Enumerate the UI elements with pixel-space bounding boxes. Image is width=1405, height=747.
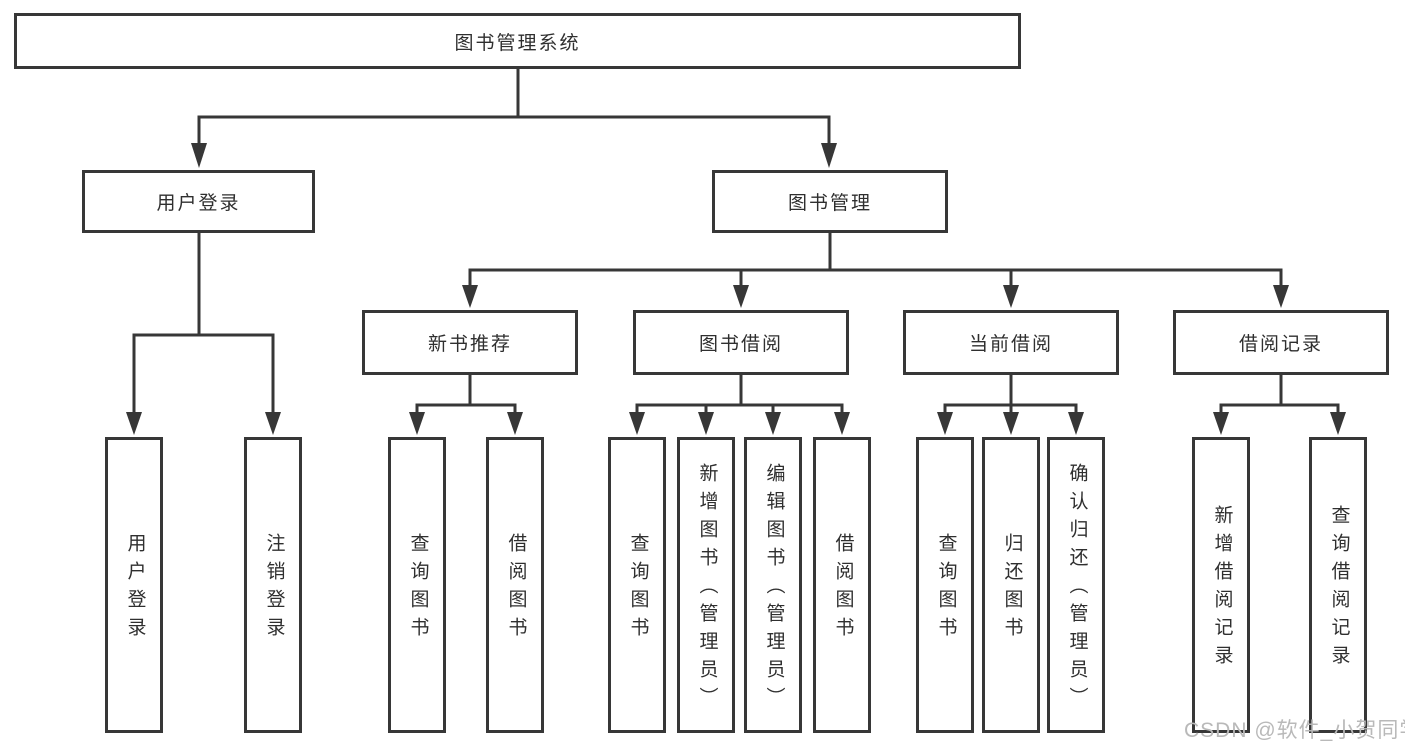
leaf-cb-return-book: 归还图书	[982, 437, 1040, 733]
leaf-cb-query-book-label: 查询图书	[935, 533, 957, 645]
node-book-management: 图书管理	[712, 170, 948, 233]
node-root-system: 图书管理系统	[14, 13, 1021, 69]
leaf-rec-borrow-book-label: 借阅图书	[505, 533, 527, 645]
leaf-bb-edit-book-admin-label: 编辑图书（管理员）	[763, 463, 785, 715]
leaf-logout-label: 注销登录	[263, 533, 285, 645]
arrowheads	[126, 143, 1346, 435]
node-user-login-branch: 用户登录	[82, 170, 315, 233]
csdn-watermark: CSDN @软件_小贺同学	[1184, 719, 1405, 742]
leaf-br-query-record-label: 查询借阅记录	[1328, 505, 1350, 673]
node-book-borrow-label: 图书借阅	[698, 334, 783, 355]
leaf-cb-confirm-return-admin-label: 确认归还（管理员）	[1066, 463, 1088, 715]
node-new-book-recommend: 新书推荐	[362, 310, 578, 375]
leaf-br-add-record-label: 新增借阅记录	[1211, 505, 1233, 673]
leaf-br-add-record: 新增借阅记录	[1192, 437, 1250, 733]
leaf-rec-query-book: 查询图书	[388, 437, 446, 733]
leaf-rec-borrow-book: 借阅图书	[486, 437, 544, 733]
leaf-bb-borrow-book: 借阅图书	[813, 437, 871, 733]
node-borrow-records: 借阅记录	[1173, 310, 1389, 375]
node-borrow-records-label: 借阅记录	[1238, 334, 1323, 355]
node-current-borrow: 当前借阅	[903, 310, 1119, 375]
leaf-bb-add-book-admin-label: 新增图书（管理员）	[696, 463, 718, 715]
leaf-logout: 注销登录	[244, 437, 302, 733]
node-new-book-recommend-label: 新书推荐	[427, 334, 512, 355]
leaf-bb-query-book-label: 查询图书	[627, 533, 649, 645]
leaf-bb-borrow-book-label: 借阅图书	[832, 533, 854, 645]
node-current-borrow-label: 当前借阅	[968, 334, 1053, 355]
leaf-cb-return-book-label: 归还图书	[1001, 533, 1023, 645]
leaf-rec-query-book-label: 查询图书	[407, 533, 429, 645]
leaf-bb-edit-book-admin: 编辑图书（管理员）	[744, 437, 802, 733]
leaf-cb-confirm-return-admin: 确认归还（管理员）	[1047, 437, 1105, 733]
node-book-management-label: 图书管理	[787, 193, 872, 214]
leaf-user-login: 用户登录	[105, 437, 163, 733]
node-user-login-branch-label: 用户登录	[156, 193, 241, 214]
leaf-cb-query-book: 查询图书	[916, 437, 974, 733]
leaf-bb-query-book: 查询图书	[608, 437, 666, 733]
node-book-borrow: 图书借阅	[633, 310, 849, 375]
node-root-label: 图书管理系统	[454, 32, 581, 54]
leaf-br-query-record: 查询借阅记录	[1309, 437, 1367, 733]
leaf-user-login-label: 用户登录	[124, 533, 146, 645]
leaf-bb-add-book-admin: 新增图书（管理员）	[677, 437, 735, 733]
